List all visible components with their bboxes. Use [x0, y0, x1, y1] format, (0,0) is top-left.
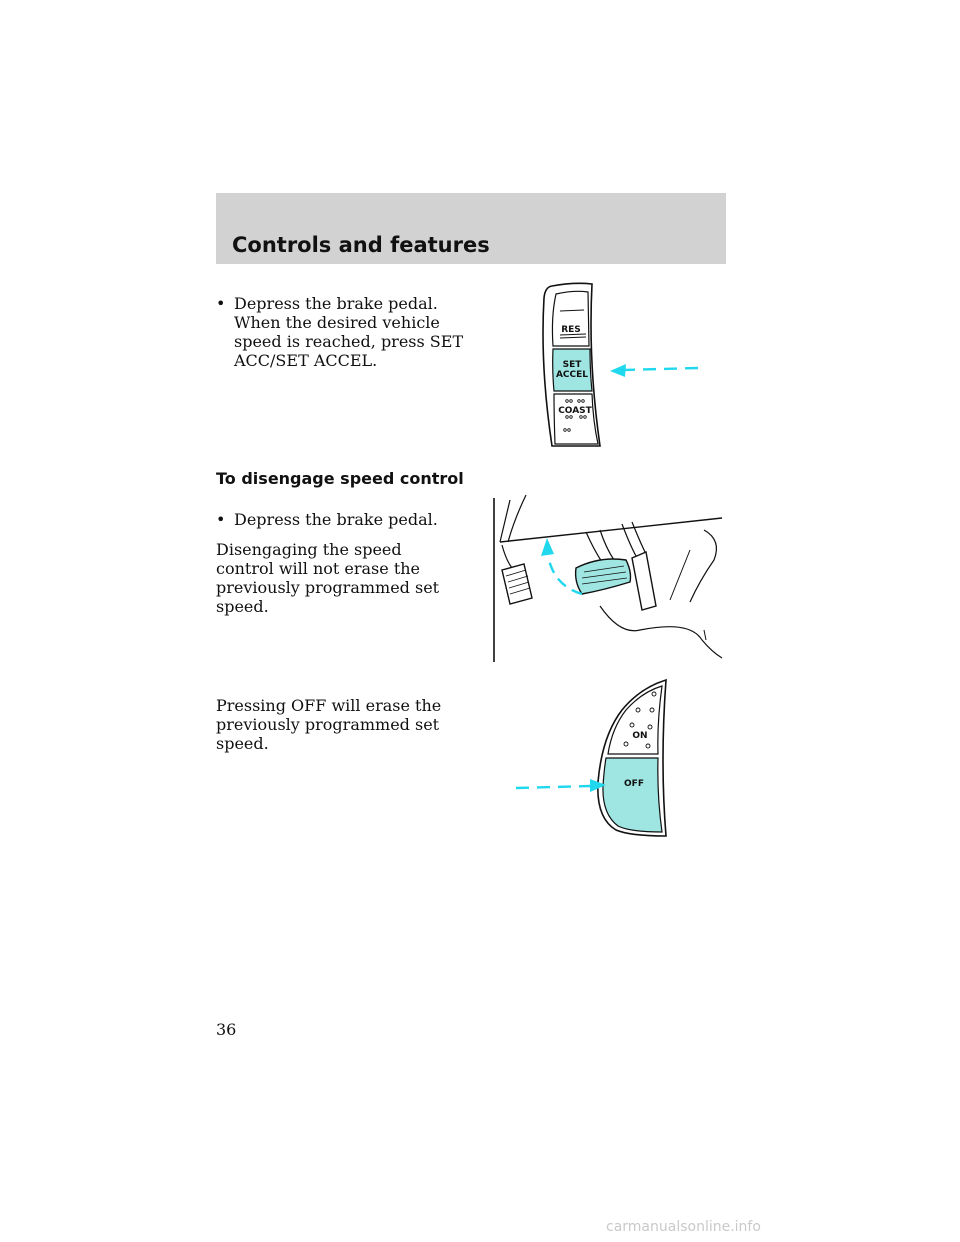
bullet-text: Depress the brake pedal. When the desire…: [234, 294, 464, 370]
clutch-pedal-pad: [501, 563, 533, 605]
instruction-bullet-set-accel: • Depress the brake pedal. When the desi…: [216, 294, 466, 370]
set-accel-button-highlight: [552, 348, 593, 392]
arrow-head-icon: [541, 538, 554, 556]
set-label-line2: ACCEL: [556, 370, 588, 380]
bullet-marker: •: [216, 510, 226, 529]
dashed-arrow-shaft: [515, 784, 591, 790]
res-button-label: RES: [561, 325, 581, 335]
bullet-marker: •: [216, 294, 226, 313]
figure-speed-control-set-accel: RES SET ACCEL COAST: [530, 276, 710, 456]
accelerator-pedal: [631, 551, 657, 611]
off-button-highlight: [602, 757, 663, 833]
speed-control-switch-right-illustration: RES SET ACCEL COAST: [542, 282, 699, 447]
arrow-head-icon: [610, 364, 626, 377]
footer-watermark: carmanualsonline.info: [606, 1219, 761, 1235]
pedal-illustration: [493, 494, 723, 662]
subheading-disengage: To disengage speed control: [216, 469, 464, 488]
disengage-paragraph: Disengaging the speed control will not e…: [216, 540, 440, 616]
bullet-text: Depress the brake pedal.: [234, 510, 438, 529]
speed-control-switch-left-illustration: ON OFF: [515, 678, 667, 837]
arrow-head-icon: [590, 779, 606, 792]
brake-pedal-highlight: [574, 558, 632, 595]
on-button-label: ON: [632, 731, 647, 741]
dashed-curved-arrow: [546, 555, 583, 596]
section-header-band: Controls and features: [216, 193, 726, 264]
section-title: Controls and features: [232, 233, 490, 257]
dashed-arrow-shaft: [623, 366, 699, 372]
figure-speed-control-off: ON OFF: [510, 672, 680, 842]
coast-button-label: COAST: [558, 406, 592, 416]
page-number: 36: [216, 1020, 237, 1039]
off-button-label: OFF: [624, 779, 644, 789]
figure-brake-pedal: [490, 490, 730, 665]
set-label-line1: SET: [563, 360, 583, 370]
off-paragraph: Pressing OFF will erase the previously p…: [216, 696, 442, 753]
instruction-bullet-brake: • Depress the brake pedal.: [216, 510, 466, 529]
